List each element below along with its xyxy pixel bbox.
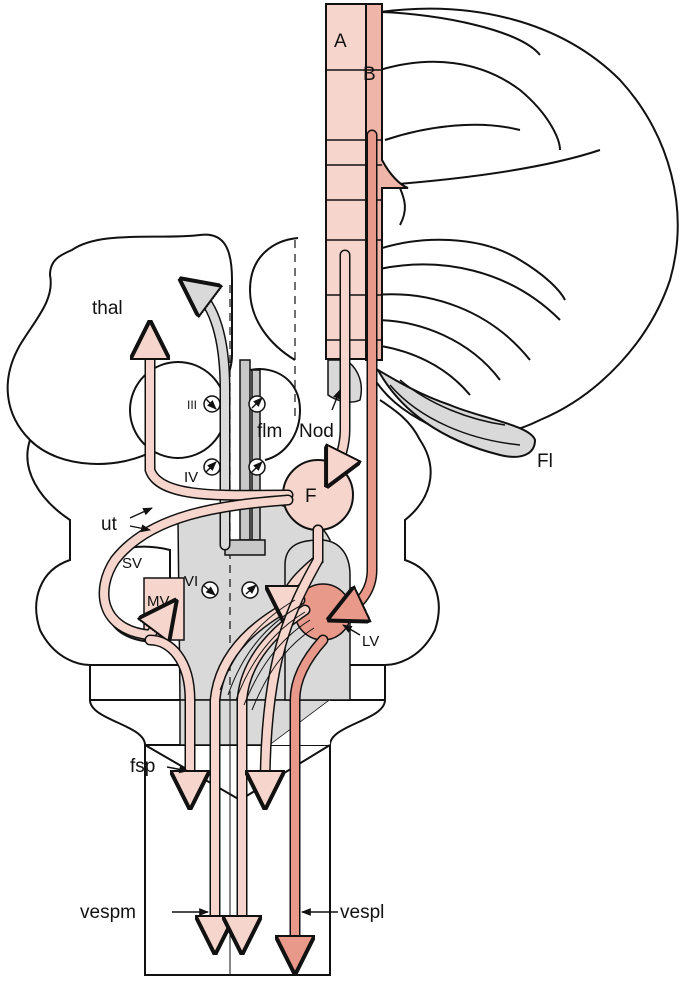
label-sv: SV <box>122 555 142 572</box>
label-a: A <box>334 31 347 52</box>
cerebellum-outline <box>374 7 679 437</box>
label-ut: ut <box>101 514 118 535</box>
label-f: F <box>305 486 317 507</box>
fibre-hatching <box>219 599 315 711</box>
label-lv: LV <box>362 633 379 650</box>
cerebellum <box>374 7 679 437</box>
label-flm: flm <box>257 421 282 442</box>
label-vi: VI <box>184 573 198 590</box>
label-iv: IV <box>184 469 198 486</box>
label-vespl: vespl <box>340 902 384 923</box>
flm-bundle <box>224 359 266 556</box>
label-fl: Fl <box>537 451 553 472</box>
flocculus <box>375 367 537 458</box>
label-vespm: vespm <box>80 902 136 923</box>
label-b: B <box>363 64 376 85</box>
pointer-arrows <box>129 389 361 916</box>
label-mv: MV <box>147 593 170 610</box>
label-iii: III <box>187 398 197 412</box>
label-nod: Nod <box>299 421 334 442</box>
vestibular-tracts <box>98 129 378 955</box>
label-fsp: fsp <box>130 756 155 777</box>
label-thal: thal <box>92 298 123 319</box>
